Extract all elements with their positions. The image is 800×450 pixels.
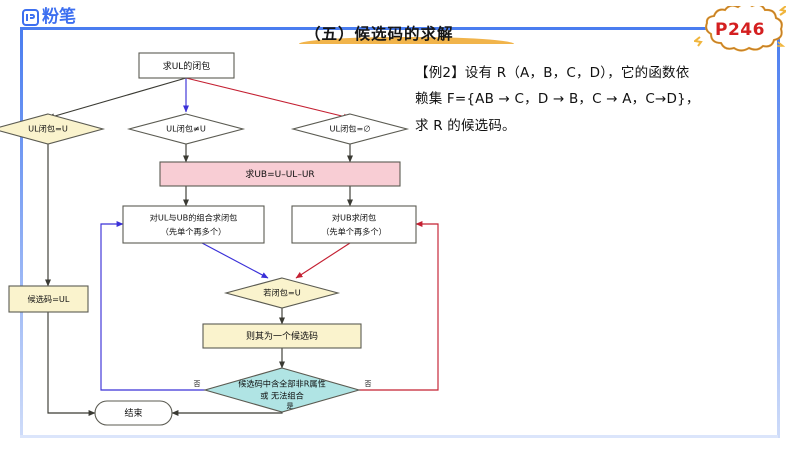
right-border-rule — [777, 30, 780, 438]
node-key-equals-ul-label: 候选码=UL — [28, 294, 70, 304]
bottom-divider — [20, 435, 778, 438]
edge-rightbox-to-closure — [295, 242, 351, 279]
node-decision-ul-eq-u-label: UL闭包=U — [28, 124, 68, 134]
edge-no-loop-left — [100, 221, 205, 391]
node-is-candidate-key-label: 则其为一个候选码 — [246, 330, 318, 342]
node-end-label: 结束 — [124, 407, 142, 419]
example-text: 【例2】设有 R（A，B，C，D），它的函数依 赖集 F={AB → C，D →… — [415, 60, 765, 139]
page-number-badge: P246 — [694, 6, 786, 52]
node-closure-ul-ub-line2: （先单个再多个） — [161, 227, 227, 237]
node-decision-ul-eq-empty[interactable]: UL闭包=∅ — [290, 113, 410, 145]
cloud-burst-icon — [694, 6, 786, 52]
example-line-3: 求 R 的候选码。 — [415, 117, 516, 134]
node-closure-ub-line2: （先单个再多个） — [321, 227, 387, 237]
node-decision-all-attrs-line2: 或 无法组合 — [260, 391, 304, 401]
node-start-label: 求UL的闭包 — [163, 60, 211, 72]
node-end[interactable]: 结束 — [94, 400, 173, 426]
node-closure-ul-ub-line1: 对UL与UB的组合求闭包 — [150, 213, 238, 223]
edge-leftbox-to-closure — [201, 242, 269, 279]
edge-keyul-to-end — [47, 312, 96, 416]
brand-logo: 粉笔 — [22, 9, 76, 26]
node-decision-ul-neq-u[interactable]: UL闭包≠U — [126, 113, 246, 145]
node-decision-ul-eq-empty-label: UL闭包=∅ — [330, 124, 371, 134]
page-title-text: （五）候选码的求解 — [305, 24, 454, 43]
top-divider — [20, 27, 778, 30]
node-decision-closure-eq-u-label: 若闭包=U — [263, 288, 300, 298]
node-decision-all-attrs[interactable]: 候选码中含全部非R属性 或 无法组合 — [202, 367, 362, 413]
node-compute-ub-label: 求UB=U–UL–UR — [245, 168, 314, 180]
node-key-equals-ul[interactable]: 候选码=UL — [8, 285, 89, 313]
node-decision-ul-eq-u[interactable]: UL闭包=U — [0, 113, 106, 145]
node-closure-ub-line1: 对UB求闭包 — [332, 213, 376, 223]
edge-start-to-right — [185, 77, 351, 120]
node-compute-ub[interactable]: 求UB=U–UL–UR — [159, 161, 401, 187]
fb-logo-icon — [22, 9, 39, 26]
brand-name: 粉笔 — [42, 7, 76, 27]
node-decision-ul-neq-u-label: UL闭包≠U — [166, 124, 206, 134]
edge-label-no-left: 否 — [194, 380, 201, 388]
node-decision-all-attrs-line1: 候选码中含全部非R属性 — [238, 379, 326, 389]
candidate-key-flowchart: 求UL的闭包 UL闭包=U UL闭包≠U UL闭包=∅ 求UB=U–UL–UR … — [0, 52, 439, 426]
node-closure-ub[interactable]: 对UB求闭包 （先单个再多个） — [291, 205, 417, 244]
edge-label-yes: 是 — [287, 402, 294, 410]
edge-yes-to-end — [171, 410, 283, 416]
title-highlight-underline — [299, 37, 514, 44]
node-start[interactable]: 求UL的闭包 — [138, 52, 235, 79]
left-border-rule — [20, 30, 23, 438]
page-number-label: P246 — [715, 19, 765, 40]
example-line-1: 【例2】设有 R（A，B，C，D），它的函数依 — [415, 65, 690, 81]
node-closure-ul-ub[interactable]: 对UL与UB的组合求闭包 （先单个再多个） — [122, 205, 265, 244]
node-is-candidate-key[interactable]: 则其为一个候选码 — [202, 323, 362, 349]
edge-start-to-left — [47, 77, 187, 120]
edge-no-loop-right — [359, 221, 439, 391]
edge-label-no-right: 否 — [365, 380, 372, 388]
example-line-2: 赖集 F={AB → C，D → B，C → A，C→D}， — [415, 91, 700, 108]
page-title: （五）候选码的求解 — [299, 22, 514, 44]
node-decision-closure-eq-u[interactable]: 若闭包=U — [223, 277, 341, 309]
